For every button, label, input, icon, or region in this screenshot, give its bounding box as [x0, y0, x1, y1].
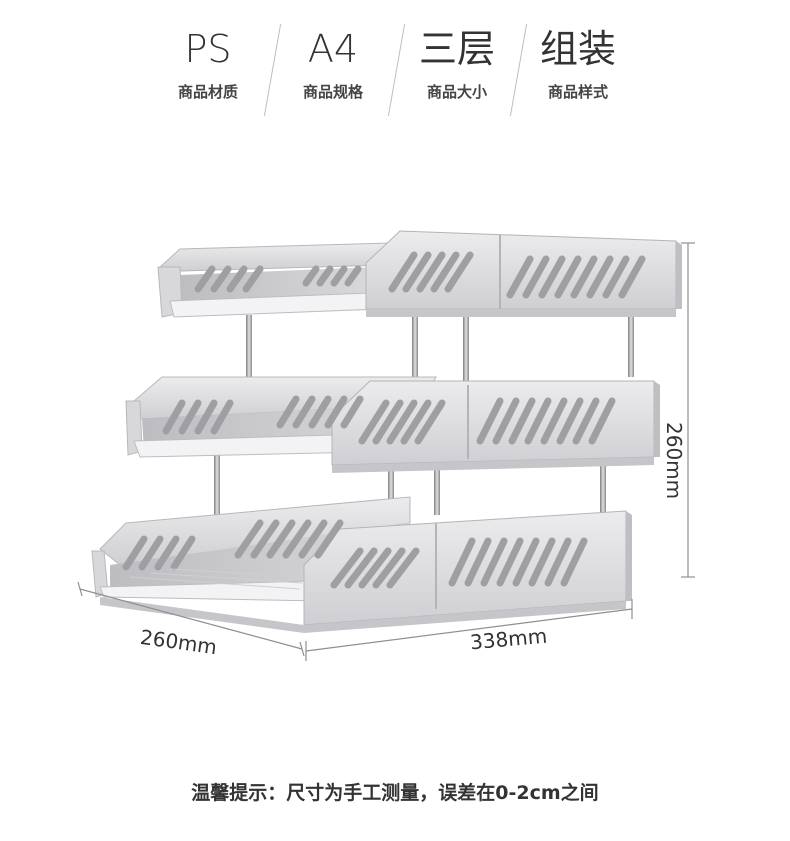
spec-size-label: 商品规格	[302, 83, 363, 101]
dimension-lines	[77, 242, 695, 661]
spec-style-label: 商品样式	[547, 83, 608, 101]
measurement-note: 温馨提示：尺寸为手工测量，误差在0-2cm之间	[191, 782, 599, 804]
file-tray-illustration	[77, 230, 695, 661]
spec-material-value: PS	[184, 27, 232, 71]
spec-dimension-label: 商品大小	[426, 83, 487, 101]
spec-style: 组装 商品样式	[513, 22, 643, 104]
tray-middle	[125, 376, 660, 473]
spec-row: PS 商品材质 A4 商品规格 三层 商品大小 组装 商品样式	[0, 22, 790, 122]
spec-style-value: 组装	[539, 27, 616, 71]
spec-size-value: A4	[307, 27, 359, 71]
spec-dimension: 三层 商品大小	[392, 22, 522, 104]
spec-material-label: 商品材质	[177, 83, 238, 101]
support-rods	[214, 297, 634, 515]
spec-material: PS 商品材质	[143, 22, 273, 104]
tray-top	[157, 230, 682, 318]
tray-bottom	[91, 496, 632, 633]
spec-size: A4 商品规格	[268, 22, 398, 104]
spec-dimension-value: 三层	[418, 27, 495, 71]
height-dimension-label: 260mm	[662, 422, 686, 500]
